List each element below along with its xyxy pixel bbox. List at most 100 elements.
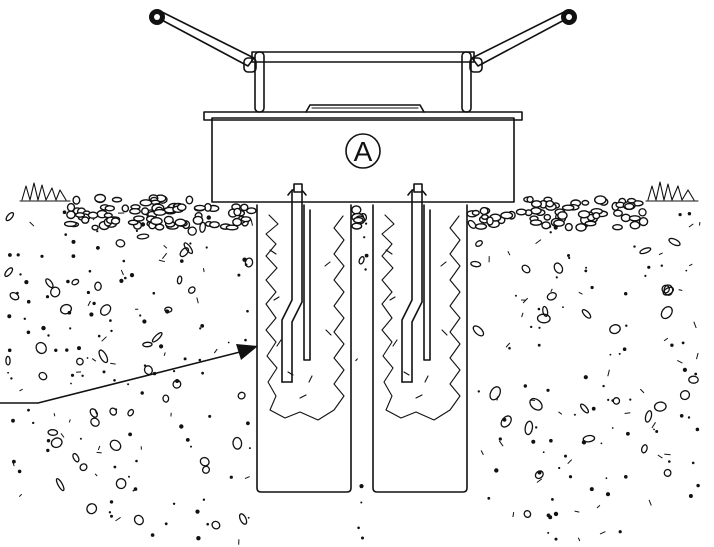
- soil-speck: [206, 522, 209, 526]
- soil-dash: [203, 268, 205, 273]
- gravel-stone: [129, 207, 141, 215]
- soil-speck: [79, 437, 82, 440]
- soil-pebble: [467, 219, 477, 229]
- gravel-stone: [66, 202, 76, 212]
- soil-speck: [88, 269, 92, 273]
- soil-dash: [505, 342, 511, 348]
- soil-pebble: [133, 514, 144, 526]
- soil-pebble: [59, 303, 73, 315]
- soil-dash: [94, 473, 98, 477]
- soil-speck: [530, 325, 533, 329]
- gravel-stone: [94, 193, 107, 203]
- soil-dash: [115, 516, 121, 522]
- soil-pebble: [38, 371, 48, 381]
- soil-pebble: [199, 456, 210, 467]
- soil-speck: [553, 511, 559, 517]
- soil-speck: [244, 338, 247, 342]
- soil-speck: [108, 511, 112, 514]
- soil-speck: [364, 268, 367, 271]
- soil-speck: [179, 424, 184, 429]
- soil-pebble: [109, 439, 122, 452]
- gravel-stone: [612, 223, 623, 231]
- soil-speck: [200, 324, 205, 328]
- soil-speck: [46, 439, 51, 443]
- soil-speck: [688, 494, 693, 498]
- gravel-stone: [471, 209, 480, 217]
- soil-pebble: [115, 239, 126, 248]
- soil-pebble: [546, 291, 557, 301]
- soil-speck: [498, 437, 502, 441]
- soil-speck: [27, 408, 30, 412]
- soil-speck: [32, 421, 35, 425]
- soil-dash: [163, 245, 168, 249]
- soil-pebble: [663, 284, 674, 296]
- soil-speck: [17, 469, 22, 474]
- soil-speck: [47, 334, 50, 337]
- gravel-stone: [479, 206, 489, 216]
- soil-pebble: [115, 478, 127, 490]
- soil-dash: [87, 300, 91, 307]
- soil-pebble: [640, 444, 648, 454]
- soil-speck: [477, 390, 480, 393]
- soil-speck: [54, 348, 58, 352]
- soil-speck: [139, 314, 142, 317]
- soil-speck: [16, 253, 20, 257]
- soil-pebble: [529, 397, 543, 411]
- soil-dash: [60, 433, 65, 438]
- soil-speck: [546, 388, 550, 392]
- soil-pebble: [136, 233, 150, 240]
- soil-speck: [71, 239, 76, 244]
- soil-pebble: [199, 221, 206, 233]
- soil-speck: [514, 294, 517, 297]
- soil-speck: [660, 264, 663, 267]
- soil-speck: [602, 384, 605, 388]
- soil-dash: [696, 352, 699, 360]
- soil-speck: [618, 530, 622, 534]
- soil-speck: [600, 442, 603, 445]
- gravel-stone: [480, 213, 489, 220]
- soil-pebble: [99, 304, 112, 316]
- soil-dash: [162, 252, 168, 260]
- gravel-stone: [613, 209, 624, 217]
- soil-dash: [677, 359, 683, 364]
- soil-pebble: [142, 341, 153, 348]
- gravel-stone: [561, 204, 575, 211]
- soil-speck: [110, 514, 113, 518]
- soil-pebble: [5, 211, 15, 222]
- soil-dash: [574, 510, 580, 513]
- soil-dash: [577, 537, 581, 542]
- gravel-stone: [515, 208, 527, 216]
- soil-pebble: [644, 410, 653, 423]
- footing-right: [372, 204, 468, 493]
- soil-dash: [213, 348, 218, 354]
- gravel-stone: [592, 211, 601, 220]
- soil-speck: [26, 299, 31, 304]
- soil-speck: [189, 242, 192, 245]
- soil-dash: [693, 321, 697, 329]
- soil-speck: [96, 246, 100, 250]
- soil-speck: [365, 222, 368, 225]
- soil-speck: [609, 353, 612, 356]
- soil-speck: [535, 426, 538, 429]
- gravel-stone: [66, 210, 76, 220]
- soil-pebble: [660, 306, 673, 320]
- soil-speck: [12, 459, 16, 464]
- soil-speck: [19, 273, 22, 276]
- soil-pebble: [542, 305, 549, 317]
- soil-speck: [644, 274, 647, 277]
- gravel-stone: [127, 219, 139, 226]
- soil-pebble: [663, 468, 672, 477]
- gravel-stone: [63, 220, 77, 228]
- soil-pebble: [679, 390, 691, 401]
- soil-pebble: [72, 452, 80, 463]
- soil-speck: [605, 477, 608, 480]
- soil-speck: [549, 438, 553, 443]
- soil-speck: [647, 265, 651, 269]
- soil-speck: [549, 231, 552, 234]
- soil-pebble: [98, 349, 109, 364]
- soil-speck: [196, 536, 201, 541]
- grass-tuft-right: [645, 181, 699, 202]
- soil-pebble: [536, 313, 551, 324]
- soil-speck: [537, 343, 541, 347]
- gravel-stone: [91, 224, 99, 231]
